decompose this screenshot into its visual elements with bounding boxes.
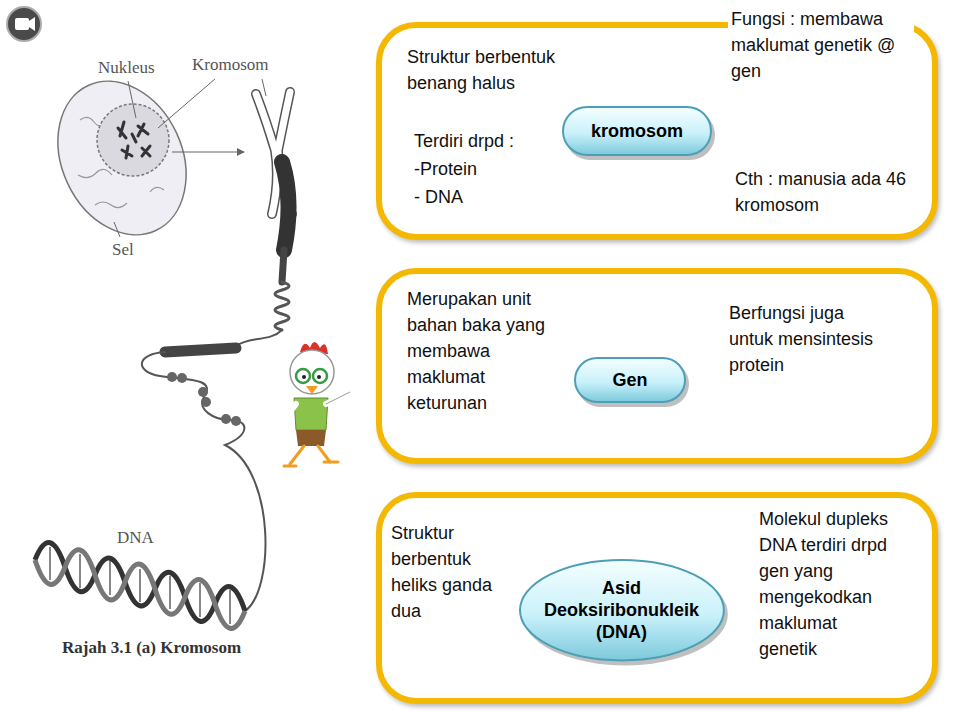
- term-oval: Gen: [574, 357, 686, 403]
- part-label: Kromosom: [192, 55, 269, 75]
- term-oval: kromosom: [562, 106, 712, 156]
- cell-drawing: [34, 60, 210, 256]
- term-label: kromosom: [590, 120, 684, 142]
- figure-caption: Rajah 3.1 (a) Kromosom: [62, 638, 241, 658]
- slide-icon: [7, 7, 41, 41]
- info-panel: Asid Deoksiribonukleik (DNA) Struktur ber…: [376, 492, 938, 704]
- note-text: Struktur berbentuk benang halus: [407, 44, 607, 96]
- note-text: Merupakan unit bahan baka yang membawa m…: [407, 286, 557, 416]
- note-text: Cth : manusia ada 46 kromosom: [735, 166, 915, 218]
- dna-helix: [35, 543, 245, 629]
- part-label: Nukleus: [98, 58, 155, 78]
- note-text: Terdiri drpd :: [414, 128, 514, 154]
- part-label: Sel: [112, 240, 134, 260]
- term-oval: Asid Deoksiribonukleik (DNA): [519, 559, 725, 661]
- note-text: Berfungsi juga untuk mensintesis protein: [729, 300, 887, 378]
- chromosome-drawing: [142, 92, 292, 611]
- note-text: Molekul dupleks DNA terdiri drpd gen yan…: [759, 506, 899, 662]
- info-panel: kromosom Struktur berbentuk benang halusT…: [376, 22, 938, 240]
- note-text: - DNA: [414, 184, 463, 210]
- term-label: Gen: [612, 369, 649, 391]
- note-text: Fungsi : membawa maklumat genetik @ gen: [728, 6, 914, 84]
- info-panel: Gen Merupakan unit bahan baka yang membaw…: [376, 268, 938, 464]
- part-label: DNA: [117, 528, 154, 548]
- note-text: -Protein: [414, 156, 477, 182]
- leader-lines: [114, 79, 266, 237]
- nucleosome-beads: [167, 372, 241, 426]
- note-text: Struktur berbentuk heliks ganda dua: [391, 520, 511, 624]
- term-label: Asid Deoksiribonukleik (DNA): [539, 577, 704, 643]
- cartoon-chicken: [284, 342, 350, 466]
